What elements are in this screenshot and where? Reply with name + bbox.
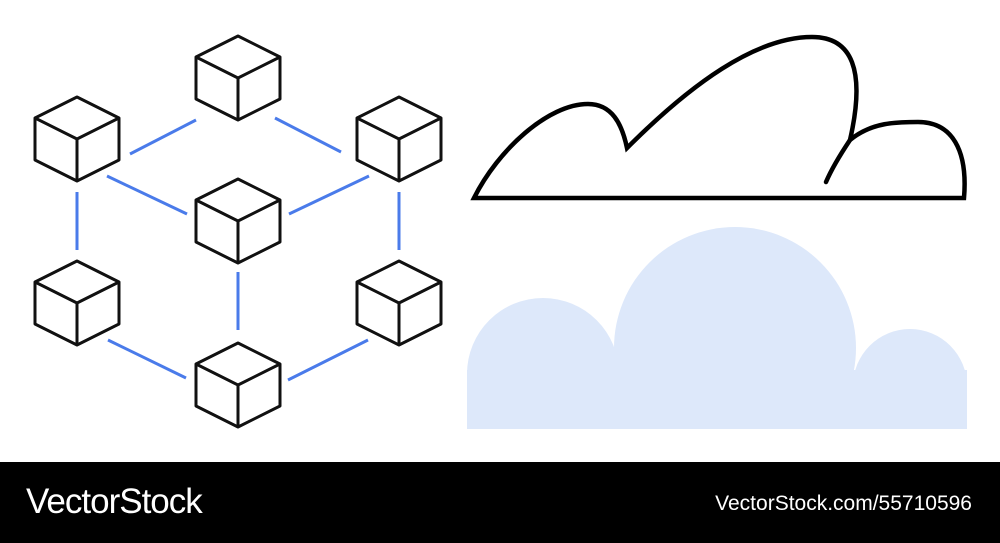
cube-network bbox=[33, 34, 443, 429]
illustration bbox=[0, 34, 1000, 462]
connector-line bbox=[106, 174, 188, 216]
cube-icon bbox=[194, 177, 282, 265]
vectorstock-logo: VectorStock bbox=[26, 482, 203, 521]
cloud-outline-icon bbox=[470, 34, 967, 201]
cube-icon bbox=[194, 34, 282, 122]
connector-line bbox=[129, 118, 197, 156]
canvas-background bbox=[0, 429, 1000, 462]
connector-line bbox=[288, 174, 370, 216]
connector-line bbox=[274, 116, 342, 154]
connector-line bbox=[107, 338, 187, 380]
watermark-footer: VectorStock VectorStock.com/55710596 bbox=[0, 462, 1000, 543]
cubes bbox=[33, 34, 443, 429]
image-id-label: VectorStock.com/55710596 bbox=[715, 492, 972, 515]
connector-line bbox=[287, 338, 369, 382]
connector-lines bbox=[75, 116, 401, 382]
cube-icon bbox=[194, 341, 282, 429]
cube-icon bbox=[33, 259, 121, 347]
cloud-outline-inner-line bbox=[823, 137, 853, 185]
cube-icon bbox=[355, 259, 443, 347]
cloud-filled-icon bbox=[467, 227, 967, 462]
cube-icon bbox=[33, 95, 121, 183]
cube-icon bbox=[355, 95, 443, 183]
